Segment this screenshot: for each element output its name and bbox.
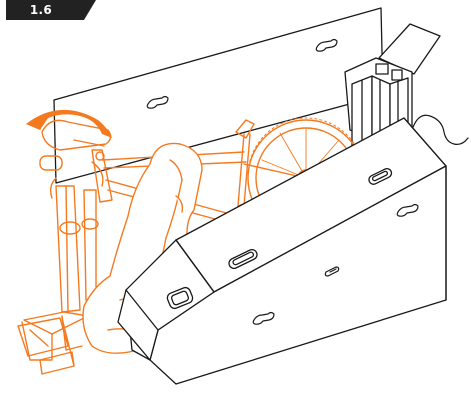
step-number: 1.6 [6,1,76,19]
